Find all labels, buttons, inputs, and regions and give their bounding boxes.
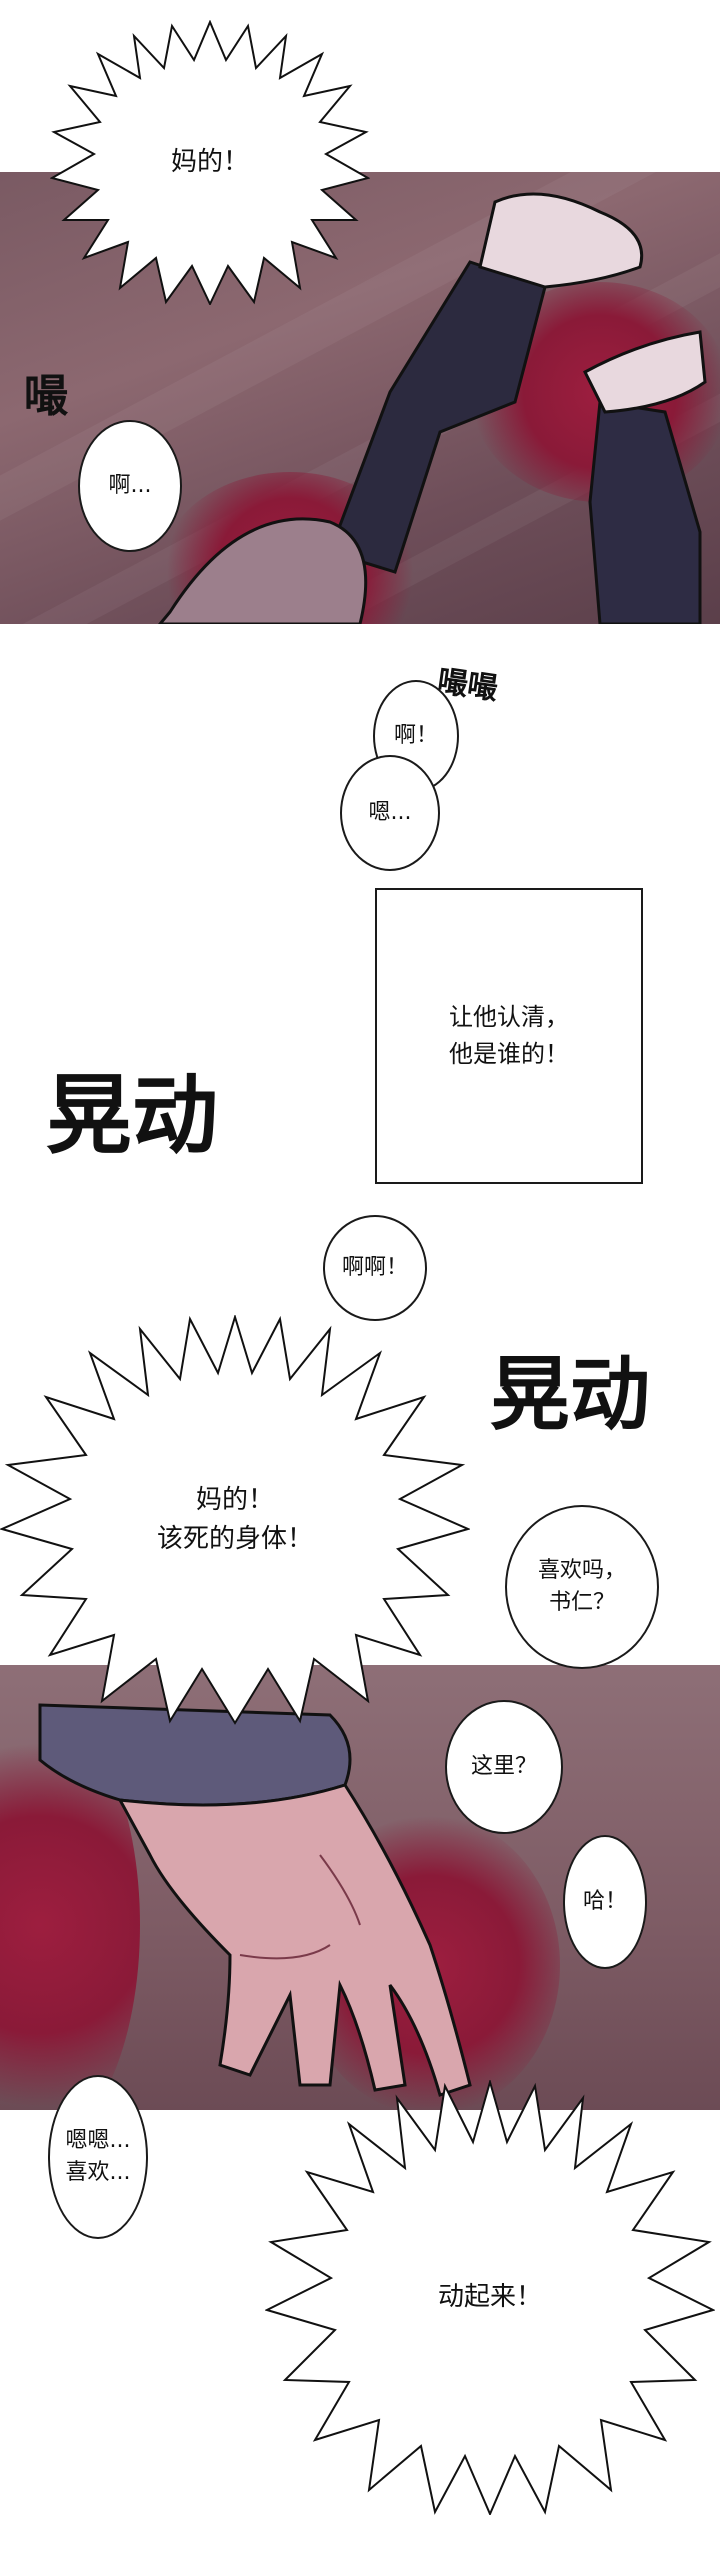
sfx-shake-left: 晃动 <box>46 1066 218 1166</box>
speech-bubble-like-it: 喜欢吗， 书仁？ <box>505 1505 659 1669</box>
burst-text: 妈的！ 该死的身体！ <box>156 1485 313 1554</box>
sfx-zuo: 嘬 <box>24 371 68 422</box>
speech-bubble-ah-ah: 啊啊！ <box>323 1215 427 1321</box>
speech-bubble-en: 嗯... <box>340 755 440 871</box>
burst-text: 动起来！ <box>437 2282 542 2312</box>
hand-illustration <box>38 1703 472 2097</box>
legs-illustration <box>158 192 707 624</box>
burst-shout-bottom: 动起来！ <box>265 2080 715 2515</box>
sfx-shake-right: 晃动 <box>490 1348 650 1441</box>
speech-bubble-en-en: 嗯嗯... 喜欢... <box>48 2075 148 2239</box>
burst-text: 妈的！ <box>170 147 249 177</box>
speech-bubble-here: 这里？ <box>445 1700 563 1834</box>
burst-shout-top: 妈的！ <box>50 20 370 305</box>
speech-bubble-ah: 啊... <box>78 420 182 552</box>
burst-shout-middle: 妈的！ 该死的身体！ <box>0 1315 470 1725</box>
narration-caption: 让他认清， 他是谁的！ <box>375 888 643 1184</box>
speech-bubble-ha: 哈！ <box>563 1835 647 1969</box>
